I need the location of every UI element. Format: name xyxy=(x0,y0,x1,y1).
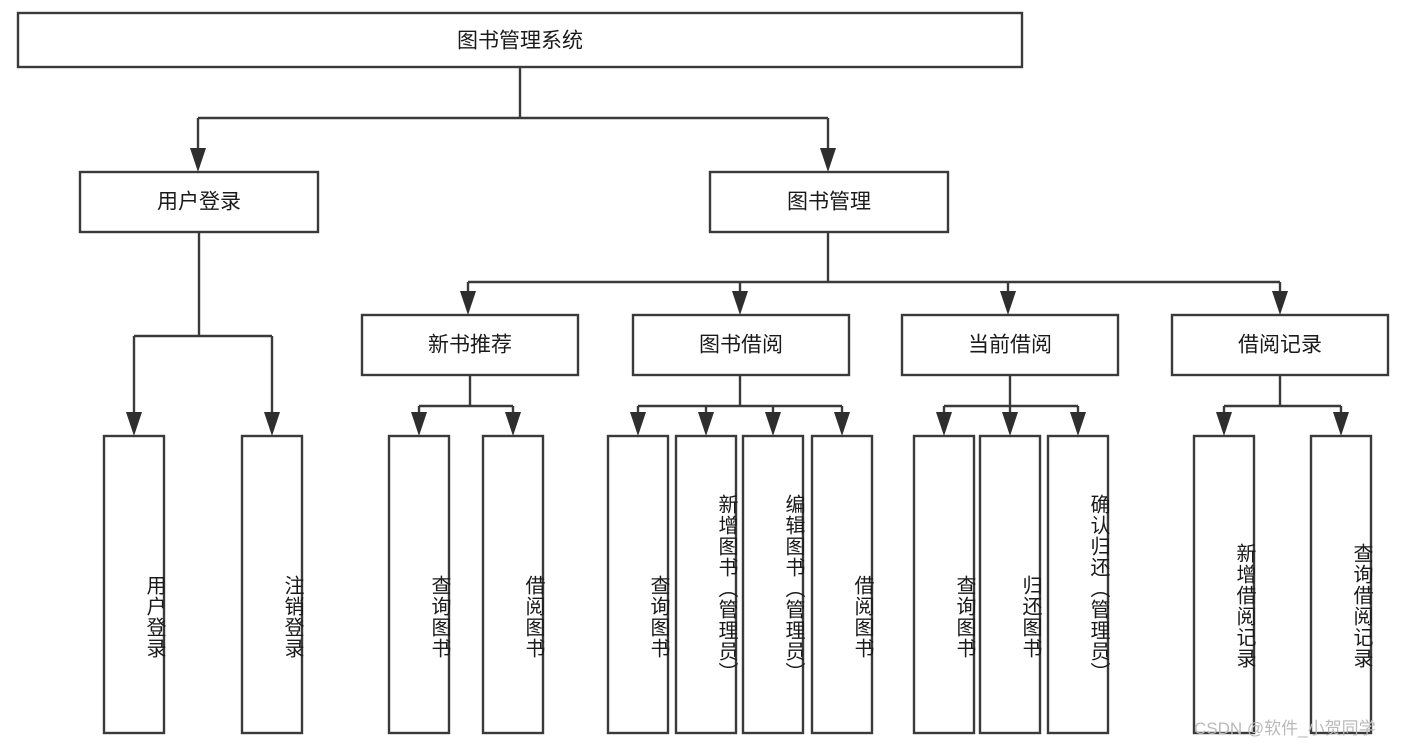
leaf-label-bookborrow-1: 查询图书 xyxy=(647,574,669,659)
connector-bookborrow-to-leaves xyxy=(630,375,850,436)
leaf-label-currentborrow-3: 确认归还（管理员） xyxy=(1087,494,1109,683)
leaf-label-user-login-2: 注销登录 xyxy=(281,574,303,659)
leaf-box-bookborrow-2[interactable] xyxy=(674,434,738,735)
connector-root-to-level2 xyxy=(190,67,836,172)
node-label-book-borrow: 图书借阅 xyxy=(699,334,783,357)
leaf-label-newbook-2: 借阅图书 xyxy=(522,574,544,659)
node-new-book-recommend[interactable]: 新书推荐 xyxy=(360,313,580,377)
leaf-label-bookborrow-4: 借阅图书 xyxy=(851,574,873,659)
connector-newbook-to-leaves xyxy=(411,375,521,436)
node-label-book-management: 图书管理 xyxy=(787,191,871,214)
connector-currentborrow-to-leaves xyxy=(936,375,1086,436)
leaf-box-user-login-1[interactable] xyxy=(102,434,166,735)
node-label-user-login: 用户登录 xyxy=(157,191,241,214)
leaf-label-currentborrow-2: 归还图书 xyxy=(1019,574,1041,659)
connector-bookmgmt-to-level3 xyxy=(460,232,1288,315)
node-current-borrow[interactable]: 当前借阅 xyxy=(900,313,1120,377)
leaf-box-currentborrow-1[interactable] xyxy=(912,434,976,735)
connector-userlogin-to-leaves xyxy=(126,232,280,436)
node-label-root: 图书管理系统 xyxy=(457,30,583,53)
leaf-label-currentborrow-1: 查询图书 xyxy=(953,574,975,659)
leaf-box-currentborrow-2[interactable] xyxy=(978,434,1042,735)
leaf-label-newbook-1: 查询图书 xyxy=(428,574,450,659)
node-book-borrow[interactable]: 图书借阅 xyxy=(631,313,851,377)
node-label-borrow-record: 借阅记录 xyxy=(1238,334,1322,357)
leaf-box-bookborrow-1[interactable] xyxy=(606,434,670,735)
leaf-box-currentborrow-3[interactable] xyxy=(1046,434,1110,735)
node-label-current-borrow: 当前借阅 xyxy=(968,334,1052,357)
leaf-label-bookborrow-2: 新增图书（管理员） xyxy=(715,494,737,683)
leaf-label-bookborrow-3: 编辑图书（管理员） xyxy=(782,494,804,683)
leaf-box-newbook-1[interactable] xyxy=(387,434,451,735)
node-book-management[interactable]: 图书管理 xyxy=(708,170,950,234)
leaf-box-bookborrow-4[interactable] xyxy=(810,434,874,735)
leaf-box-user-login-2[interactable] xyxy=(240,434,304,735)
leaf-label-user-login-1: 用户登录 xyxy=(143,574,165,659)
leaf-box-bookborrow-3[interactable] xyxy=(741,434,805,735)
node-label-new-book-recommend: 新书推荐 xyxy=(428,334,512,357)
leaf-box-newbook-2[interactable] xyxy=(481,434,545,735)
leaf-label-borrowrecord-1: 新增借阅记录 xyxy=(1233,542,1255,669)
node-root-system[interactable]: 图书管理系统 xyxy=(16,11,1024,69)
node-user-login[interactable]: 用户登录 xyxy=(78,170,320,234)
connector-borrowrecord-to-leaves xyxy=(1216,375,1349,436)
leaf-label-borrowrecord-2: 查询借阅记录 xyxy=(1350,542,1372,669)
leaf-box-borrowrecord-2[interactable] xyxy=(1309,434,1373,735)
leaf-box-borrowrecord-1[interactable] xyxy=(1192,434,1256,735)
node-borrow-record[interactable]: 借阅记录 xyxy=(1170,313,1390,377)
csdn-watermark: CSDN @软件_小贺同学 xyxy=(1194,719,1376,738)
